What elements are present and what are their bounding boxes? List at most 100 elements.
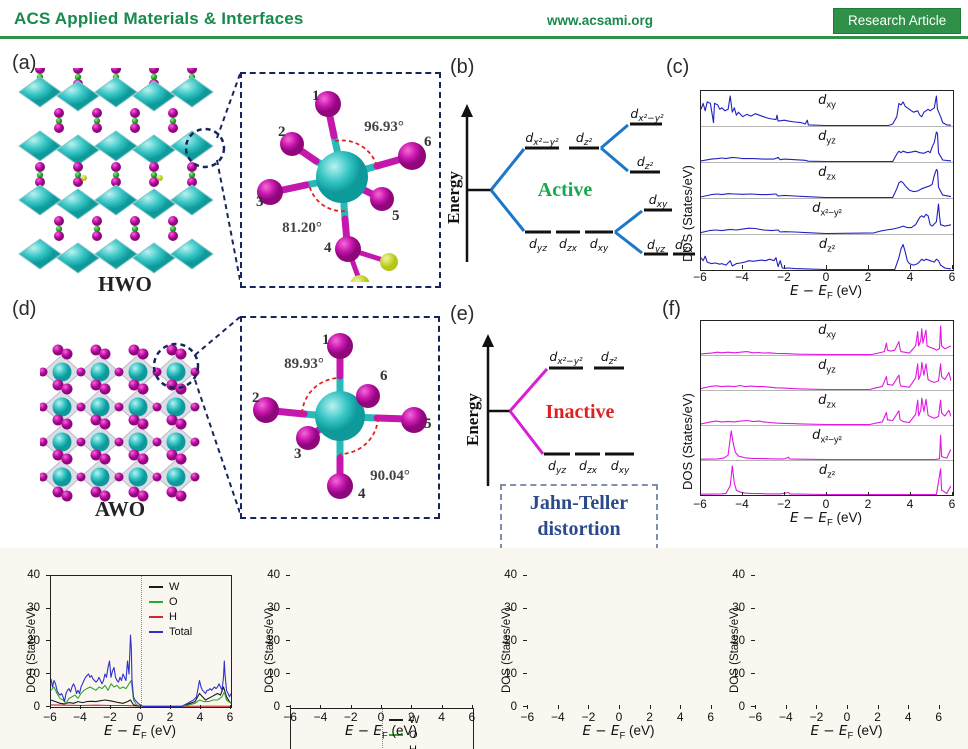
awo-zoom-line-top [194,316,241,356]
dos-strip: dzx [701,162,953,198]
tick-label: 20 [493,625,527,658]
tick-label: 2 [634,705,665,724]
tick-label: −6 [275,705,305,724]
atom-number: 3 [294,446,302,462]
legend-label: Total [169,626,193,638]
panel-label-e: (e) [450,303,475,325]
dos-ylabel-c: DOS (States/eV) [680,165,695,262]
tick-label: 6 [457,705,487,724]
xlabel-c: E − EF (eV) [789,283,863,302]
dos-curve-dzx [701,397,951,425]
tick-label: 20 [721,625,755,658]
panel-label-d: (d) [12,298,37,320]
legend-swatch [389,733,403,737]
tick-label: 2 [155,705,185,724]
dos-strip: dz² [701,234,953,270]
tick-label: −6 [679,265,721,284]
svg-text:dx²−y²: dx²−y² [549,349,583,367]
tick-label: −2 [95,705,125,724]
svg-text:dz²: dz² [601,349,618,367]
tick-label: −6 [35,705,65,724]
bond-angle-bottom: 90.04° [370,468,410,484]
tick-label: 0 [256,690,290,723]
tick-label: 0 [604,705,635,724]
svg-text:dyz: dyz [548,458,566,476]
tick-label: 10 [256,657,290,690]
atom-number: 1 [312,88,320,104]
oxygen-atoms [257,91,426,262]
energy-axis-arrow [461,104,473,117]
journal-title: ACS Applied Materials & Interfaces [14,9,304,28]
tick-label: −2 [573,705,604,724]
hydrogen-atom [350,275,370,295]
article-type-badge: Research Article [833,8,962,34]
fermi-level-line [382,709,383,749]
svg-text:dxy: dxy [590,236,609,254]
tick-label: 4 [426,705,456,724]
tick-label: 40 [721,559,755,592]
dos-curve-dx2y2 [701,430,951,460]
dos-panel-c: dxy dyz dzx dx²−y² dz² [700,90,954,271]
awo-lattice [40,344,200,502]
svg-text:dxy: dxy [649,192,668,210]
legend-swatch [149,600,163,604]
inactive-annotation: Inactive [546,401,615,423]
jahn-teller-line2: distortion [537,518,621,540]
tick-label: 6 [931,265,968,284]
legend-swatch [149,630,163,634]
energy-diagram-inactive: Energy dx²−y² dz² dyz dzx dxy Inactive [463,334,634,486]
atom-number: 4 [358,486,366,502]
legend-label: H [169,611,177,623]
tick-label: −2 [763,492,805,511]
legend-swatch [149,585,163,589]
legend-swatch [149,615,163,619]
jahn-teller-box: Jahn-Teller distortion [500,484,658,550]
atom-number: 2 [278,124,286,140]
dos-panel-f: dxy dyz dzx dx²−y² dz² [700,320,954,496]
splitting-lines [508,368,549,455]
energy-diagram-active: Energy dx²−y² dz² dx²−y² dz² dyz dzx dxy… [447,104,695,262]
hwo-lattice [18,68,214,274]
svg-text:dx²−y²: dx²−y² [630,106,664,124]
legend-item: W [149,581,192,593]
tick-label: 0 [805,492,847,511]
atom-number: 6 [424,134,432,150]
hwo-zoom-circle [184,127,226,169]
tick-label: 30 [256,592,290,625]
panel-label-f: (f) [662,298,681,320]
tungsten-atom [316,151,368,203]
xlabel-j: E − EF (eV) [810,723,883,742]
fermi-level-line [141,576,142,707]
dos-curve-dyz [701,131,951,162]
svg-text:dyz: dyz [529,236,547,254]
xlabel-i: E − EF (eV) [582,723,655,742]
tick-label: 4 [893,705,924,724]
awo-octahedron-inset: 1 2 3 4 5 6 89.93° 90.04° [240,316,440,519]
atom-number: 6 [380,368,388,384]
svg-text:dx²−y²: dx²−y² [525,130,559,148]
tick-label: −6 [679,492,721,511]
header-rule [0,36,968,39]
atom-number: 3 [256,194,264,210]
journal-url[interactable]: www.acsami.org [546,13,654,28]
bond-angle-top: 96.93° [364,119,404,135]
tick-label: 20 [16,625,50,658]
tick-label: −4 [305,705,335,724]
tick-label: −6 [740,705,771,724]
tick-label: 0 [721,690,755,723]
energy-axis-label: Energy [463,393,482,446]
legend-item: O [149,596,192,608]
tick-label: 10 [493,657,527,690]
legend-label: O [169,596,178,608]
jahn-teller-line1: Jahn-Teller [529,492,629,514]
